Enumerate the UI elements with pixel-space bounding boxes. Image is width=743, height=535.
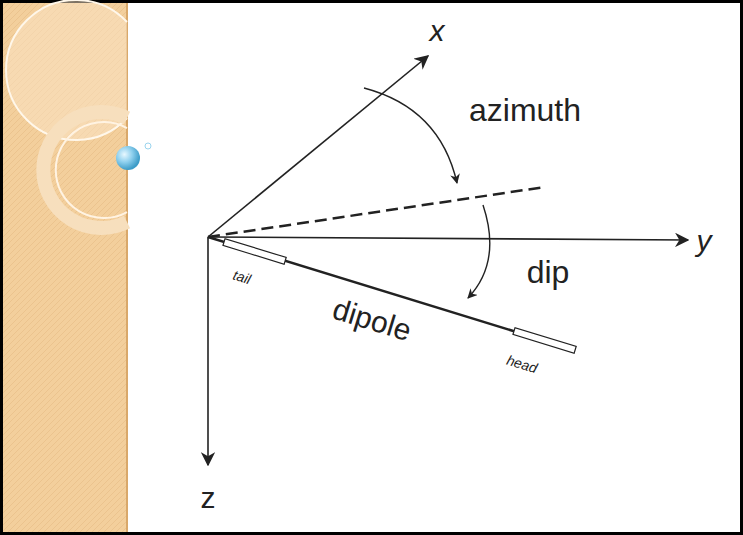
- decor-circles: [6, 0, 151, 228]
- axis-label: y: [697, 226, 712, 256]
- end-label: tail: [231, 268, 252, 287]
- angle-label: dip: [527, 256, 570, 288]
- axis-label: z: [201, 483, 216, 513]
- part-label: dipole: [329, 294, 414, 346]
- dipole-symbol: [208, 237, 576, 353]
- axis-label: x: [430, 16, 445, 46]
- angle-label: azimuth: [469, 94, 581, 126]
- end-label: head: [505, 353, 539, 375]
- axes: [208, 56, 688, 465]
- azimuth-projection: [208, 187, 545, 237]
